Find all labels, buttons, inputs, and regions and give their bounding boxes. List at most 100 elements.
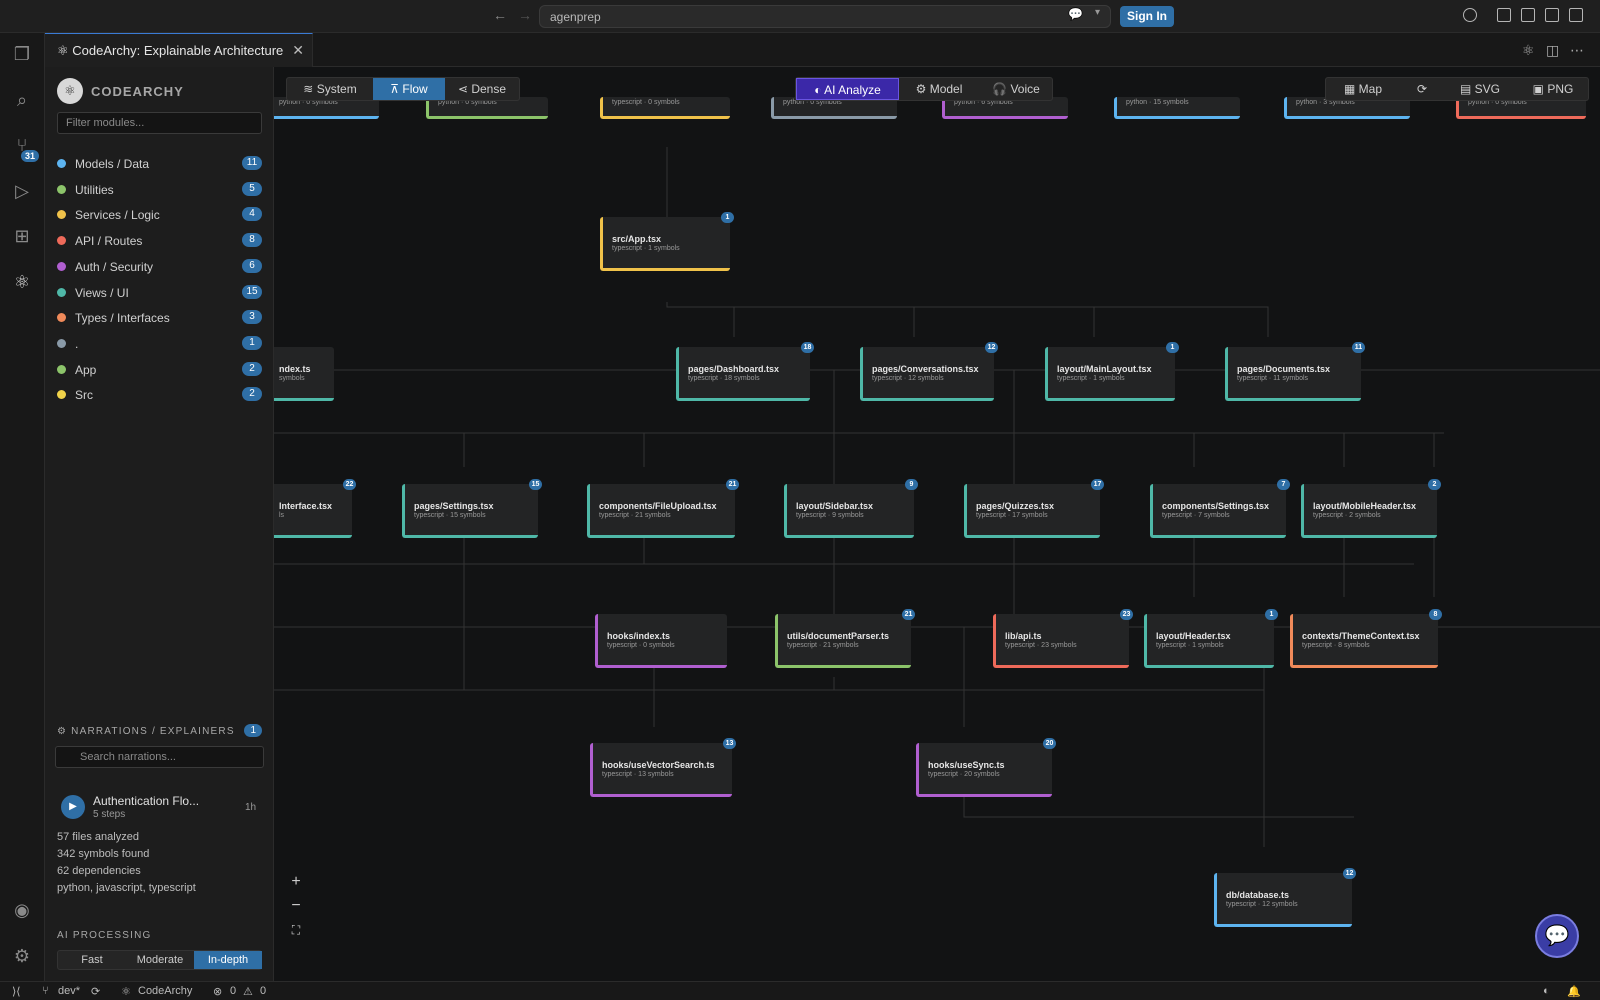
filter-modules-input[interactable]: [57, 112, 262, 134]
chevron-down-icon[interactable]: ▾: [1095, 7, 1101, 18]
sign-in-button[interactable]: Sign In: [1120, 6, 1174, 27]
ai-processing-in-depth[interactable]: In-depth: [194, 951, 262, 969]
toggle-secondary-sidebar-icon[interactable]: [1569, 8, 1583, 22]
model-button[interactable]: ⚙ Model: [899, 78, 979, 100]
node-meta: typescript · 21 symbols: [599, 512, 671, 519]
extensions-icon[interactable]: ⊞: [14, 226, 30, 246]
graph-node[interactable]: typescript · 0 symbols: [600, 97, 730, 119]
search-narrations-input[interactable]: [55, 746, 264, 768]
view-system-button[interactable]: ≋ System: [287, 78, 373, 100]
node-name: components/Settings.tsx: [1162, 501, 1270, 511]
account-icon[interactable]: ◉: [14, 900, 30, 920]
ai-processing-fast[interactable]: Fast: [81, 954, 103, 966]
node-meta: typescript · 21 symbols: [787, 642, 859, 649]
notifications-bell-icon[interactable]: 🔔: [1567, 986, 1581, 998]
run-debug-icon[interactable]: ▷: [15, 181, 29, 201]
graph-node[interactable]: python · 0 symbols: [771, 97, 897, 119]
toggle-primary-sidebar-icon[interactable]: [1521, 8, 1535, 22]
copilot-status-icon[interactable]: ◐: [1543, 985, 1550, 997]
graph-node[interactable]: python · 3 symbols: [1284, 97, 1410, 119]
settings-gear-icon[interactable]: ⚙: [13, 946, 31, 966]
codearchy-action-icon[interactable]: ⚛: [1522, 42, 1535, 58]
error-count[interactable]: 0: [230, 985, 237, 997]
layout-customize-icon[interactable]: [1497, 8, 1511, 22]
remote-icon[interactable]: ⟩⟨: [12, 986, 21, 998]
warning-count[interactable]: 0: [260, 985, 267, 997]
sync-icon[interactable]: ⟳: [91, 986, 101, 998]
graph-node[interactable]: python · 0 symbols: [274, 97, 379, 119]
command-center-search[interactable]: agenprep: [539, 5, 1111, 28]
narrations-heading-label: NARRATIONS / EXPLAINERS: [71, 726, 235, 737]
toggle-panel-icon[interactable]: [1545, 8, 1559, 22]
codearchy-icon[interactable]: ⚛: [13, 272, 31, 292]
stat-symbols: 342 symbols found: [57, 848, 150, 860]
tab-title: CodeArchy: Explainable Architecture: [72, 43, 284, 58]
copilot-icon[interactable]: [1463, 8, 1477, 22]
fit-view-button[interactable]: ⛶: [291, 923, 301, 937]
graph-node[interactable]: python · 6 symbols: [942, 97, 1068, 119]
close-icon[interactable]: ✕: [292, 42, 304, 58]
forward-arrow-icon[interactable]: →: [518, 7, 532, 23]
graph-node[interactable]: python · 15 symbols: [1114, 97, 1240, 119]
ai-processing-moderate[interactable]: Moderate: [136, 954, 184, 966]
tab-codearchy[interactable]: ⚛ CodeArchy: Explainable Architecture ✕: [45, 33, 313, 67]
graph-node[interactable]: python · 0 symbols: [1456, 97, 1586, 119]
architecture-graph-canvas[interactable]: python · 0 symbols python · 0 symbols type…: [274, 67, 1600, 981]
export-svg-button[interactable]: ▤ SVG: [1444, 78, 1516, 100]
export-png-button[interactable]: ▣ PNG: [1516, 78, 1590, 100]
back-arrow-icon[interactable]: ←: [493, 7, 507, 23]
zoom-out-button[interactable]: −: [291, 897, 301, 914]
voice-button[interactable]: 🎧 Voice: [979, 78, 1053, 100]
chat-icon[interactable]: 💬: [1068, 7, 1083, 21]
source-control-icon[interactable]: ⑂: [16, 135, 28, 155]
zoom-in-button[interactable]: +: [291, 873, 301, 890]
ai-analyze-button[interactable]: ◐ AI Analyze: [796, 78, 899, 100]
module-item[interactable]: .1: [57, 334, 262, 354]
split-editor-icon[interactable]: ◫: [1546, 42, 1560, 58]
more-actions-icon[interactable]: ⋯: [1570, 42, 1584, 58]
view-flow-button[interactable]: ⊼ Flow: [373, 78, 445, 100]
branch-name[interactable]: dev*: [58, 985, 81, 997]
search-icon[interactable]: ⌕: [16, 90, 28, 110]
view-dense-button[interactable]: ⋖ Dense: [445, 78, 519, 100]
play-narration-button[interactable]: ▶: [61, 795, 85, 819]
graph-node[interactable]: python · 0 symbols: [426, 97, 548, 119]
narration-title[interactable]: Authentication Flo...: [93, 794, 200, 808]
node-symbol-badge: 20: [1043, 738, 1056, 749]
chat-assistant-button[interactable]: 💬: [1535, 914, 1579, 958]
map-button[interactable]: ▦ Map: [1326, 78, 1400, 100]
explorer-icon[interactable]: ❐: [13, 44, 31, 64]
refresh-button[interactable]: ⟳: [1400, 78, 1444, 100]
extension-name[interactable]: CodeArchy: [138, 985, 193, 997]
